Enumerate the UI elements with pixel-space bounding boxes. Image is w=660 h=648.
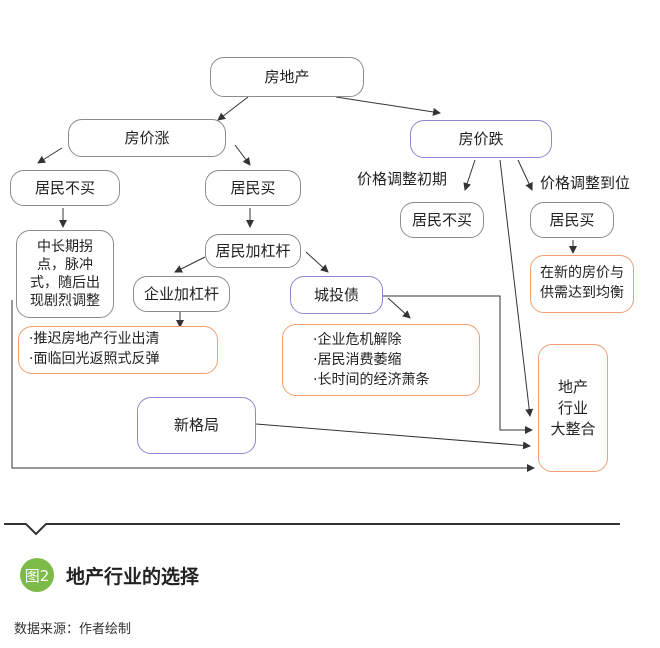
arrow-lgfv-to-list [387, 297, 411, 319]
arrow-price-up-to-no-buy [37, 147, 63, 164]
arrow-lgfv-to-consolidation [383, 295, 533, 434]
consolidation-line: 行业 [557, 398, 588, 417]
volatility-line: 式，随后出 [30, 275, 100, 291]
equilibrium-line: 供需达到均衡 [540, 285, 624, 301]
arrow-leverage-to-lgfv [305, 251, 329, 273]
node-industry-consolidation: 地产 行业 大整合 [538, 344, 608, 472]
arrow-price-down-to-done [517, 159, 533, 191]
footer-divider [4, 523, 620, 536]
arrow-leverage-to-enterprise [174, 256, 206, 273]
enterprise-outcome-item: ·面临回光返照式反弹 [29, 351, 160, 367]
arrow-root-to-price-up [217, 96, 249, 121]
node-real-estate: 房地产 [210, 57, 364, 97]
data-source-note: 数据来源：作者绘制 [14, 622, 132, 637]
arrow-new-pattern-to-consolidation [255, 423, 531, 450]
arrow-price-up-to-buy [234, 144, 251, 166]
label-adjustment-complete: 价格调整到位 [540, 174, 631, 192]
figure-title: 地产行业的选择 [66, 566, 200, 588]
arrow-price-down-to-early [463, 159, 476, 191]
volatility-line: 点，脉冲 [37, 256, 93, 273]
node-price-down: 房价跌 [410, 120, 552, 158]
node-resident-buy-right: 居民买 [530, 202, 614, 238]
node-resident-no-buy-right: 居民不买 [400, 202, 484, 238]
node-resident-buy-left: 居民买 [205, 170, 301, 206]
arrow-root-to-price-down [335, 96, 441, 116]
volatility-line: 现剧烈调整 [30, 293, 100, 310]
equilibrium-line: 在新的房价与 [540, 265, 624, 282]
figure-number-badge: 图2 [20, 558, 54, 592]
node-volatility: 中长期拐 点，脉冲 式，随后出 现剧烈调整 [16, 230, 114, 318]
lgfv-outcome-item: ·企业危机解除 [313, 331, 402, 348]
lgfv-outcome-item: ·长时间的经济萧条 [313, 372, 430, 389]
node-resident-no-buy-left: 居民不买 [10, 170, 120, 206]
node-new-pattern: 新格局 [137, 397, 256, 454]
enterprise-outcome-item: ·推迟房地产行业出清 [29, 331, 160, 348]
volatility-line: 中长期拐 [37, 238, 93, 255]
arrow-price-down-to-consolidation [499, 159, 534, 417]
consolidation-line: 地产 [557, 377, 588, 396]
label-early-adjustment: 价格调整初期 [357, 170, 448, 188]
node-lgfv-outcomes: ·企业危机解除 ·居民消费萎缩 ·长时间的经济萧条 [282, 324, 480, 396]
lgfv-outcome-item: ·居民消费萎缩 [313, 351, 402, 368]
node-lgfv-debt: 城投债 [290, 276, 383, 314]
node-equilibrium: 在新的房价与 供需达到均衡 [530, 255, 634, 313]
node-price-up: 房价涨 [68, 119, 226, 157]
node-enterprise-leverage: 企业加杠杆 [133, 276, 230, 312]
node-resident-leverage: 居民加杠杆 [205, 234, 301, 268]
node-enterprise-outcomes: ·推迟房地产行业出清 ·面临回光返照式反弹 [18, 326, 218, 374]
consolidation-line: 大整合 [550, 419, 596, 438]
arrow-volatility-to-consolidation [11, 300, 535, 472]
